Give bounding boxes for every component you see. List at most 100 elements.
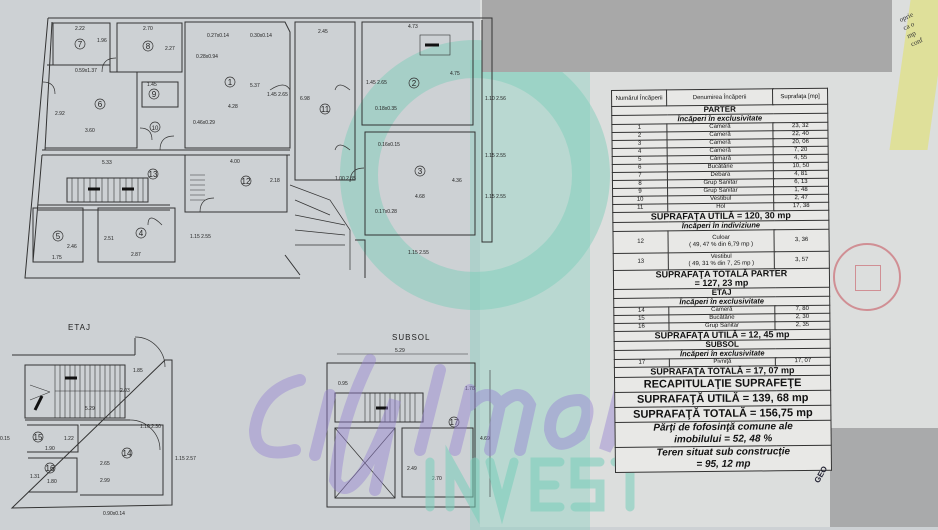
svg-text:SUBSOL: SUBSOL (392, 333, 430, 342)
svg-text:0.18x0.35: 0.18x0.35 (375, 106, 397, 112)
svg-text:2.99: 2.99 (100, 478, 110, 484)
svg-text:2.92: 2.92 (55, 111, 65, 117)
room-number: 16 (46, 464, 55, 473)
svg-text:1.22: 1.22 (64, 436, 74, 442)
svg-text:1.15 2.55: 1.15 2.55 (485, 153, 506, 159)
room-number-labels: 1 2 3 4 5 6 7 8 9 10 11 12 13 14 15 16 1… (32, 38, 460, 474)
svg-text:2.70: 2.70 (143, 26, 153, 32)
svg-text:5.29: 5.29 (85, 406, 95, 412)
svg-text:4.00: 4.00 (230, 159, 240, 165)
svg-text:4.36: 4.36 (452, 178, 462, 184)
row-area: 3, 57 (774, 251, 830, 269)
svg-text:2.65: 2.65 (100, 461, 110, 467)
official-stamp (833, 243, 901, 311)
svg-text:2.18: 2.18 (270, 178, 280, 184)
svg-text:2.46: 2.46 (67, 244, 77, 250)
svg-text:0.28x0.94: 0.28x0.94 (196, 54, 218, 60)
svg-text:4.75: 4.75 (450, 71, 460, 77)
svg-text:5.33: 5.33 (102, 160, 112, 166)
svg-text:1.78: 1.78 (465, 386, 475, 392)
svg-text:1.80: 1.80 (47, 479, 57, 485)
room-number: 17 (450, 418, 459, 427)
room-number: 3 (418, 167, 423, 176)
row-number: 13 (613, 252, 669, 271)
svg-text:4.69: 4.69 (480, 436, 490, 442)
room-number: 10 (152, 126, 159, 132)
recap-useful-area: SUPRAFAŢĂ UTILĂ = 139, 68 mp (614, 390, 831, 408)
svg-text:1.31: 1.31 (30, 474, 40, 480)
svg-text:1.00 2.35: 1.00 2.35 (335, 176, 356, 182)
svg-text:1.15 2.57: 1.15 2.57 (175, 456, 196, 462)
room-number: 14 (123, 449, 132, 458)
svg-text:2.87: 2.87 (131, 252, 141, 258)
ground-floor-plan (24, 17, 493, 279)
svg-text:ETAJ: ETAJ (68, 323, 91, 332)
room-number: 7 (78, 40, 83, 49)
room-number: 6 (98, 100, 103, 109)
basement-plan: SUBSOL 5.29 0.95 1.78 4.69 2.49 2.70 (326, 333, 491, 508)
svg-text:2.51: 2.51 (104, 236, 114, 242)
svg-text:1.10 2.30: 1.10 2.30 (140, 424, 161, 430)
svg-text:3.60: 3.60 (85, 128, 95, 134)
upper-floor-plan: ETAJ 1.85 2.03 5.29 1.10 2.30 1.22 1.90 … (0, 323, 196, 517)
row-name: Vestibul( 49, 31 % din 7, 25 mp ) (668, 251, 775, 270)
svg-text:0.17x0.28: 0.17x0.28 (375, 209, 397, 215)
area-legend-table: Numărul Încăperii Denumirea Încăperii Su… (611, 87, 832, 473)
svg-text:1.96: 1.96 (97, 38, 107, 44)
svg-text:0.95: 0.95 (338, 381, 348, 387)
room-number: 1 (228, 78, 233, 87)
room-number: 5 (56, 232, 61, 241)
header-area: Suprafaţa [mp] (772, 88, 828, 105)
dimension-labels: 2.22 2.70 0.27x0.14 0.30x0.14 2.45 4.73 … (52, 24, 506, 261)
parter-total-area: SUPRAFAŢA TOTALĂ PARTER= 127, 23 mp (613, 268, 830, 290)
header-room-name: Denumirea Încăperii (666, 88, 773, 106)
svg-text:0.27x0.14: 0.27x0.14 (207, 33, 229, 39)
room-number: 8 (146, 42, 151, 51)
room-number: 4 (139, 229, 144, 238)
svg-text:5.29: 5.29 (395, 348, 405, 354)
land-under-building: Teren situat sub construcţie= 95, 12 mp (615, 445, 832, 473)
row-area: 3, 36 (773, 229, 830, 252)
svg-text:2.45: 2.45 (318, 29, 328, 35)
room-number: 15 (34, 433, 43, 442)
background-panel (482, 0, 892, 72)
svg-text:1.85: 1.85 (133, 368, 143, 374)
svg-text:1.15 2.55: 1.15 2.55 (408, 250, 429, 256)
svg-text:2.03: 2.03 (120, 388, 130, 394)
svg-text:0.59x1.37: 0.59x1.37 (75, 68, 97, 74)
svg-text:4.28: 4.28 (228, 104, 238, 110)
svg-text:4.73: 4.73 (408, 24, 418, 30)
svg-text:2.49: 2.49 (407, 466, 417, 472)
header-room-number: Numărul Încăperii (611, 89, 667, 107)
room-number: 13 (149, 170, 158, 179)
background-panel-bottom (830, 428, 938, 527)
recap-total-area: SUPRAFAŢĂ TOTALĂ = 156,75 mp (614, 405, 831, 423)
svg-text:1.15 2.55: 1.15 2.55 (485, 194, 506, 200)
room-number: 12 (242, 177, 251, 186)
svg-text:1.45 2.65: 1.45 2.65 (267, 92, 288, 98)
svg-text:0.16x0.15: 0.16x0.15 (378, 142, 400, 148)
svg-text:0.46x0.29: 0.46x0.29 (193, 120, 215, 126)
svg-text:1.90: 1.90 (45, 446, 55, 452)
svg-text:1.10 2.56: 1.10 2.56 (485, 96, 506, 102)
svg-text:1.45: 1.45 (147, 82, 157, 88)
svg-text:1.75: 1.75 (52, 255, 62, 261)
room-number: 9 (152, 90, 157, 99)
row-number: 12 (612, 230, 669, 254)
svg-text:2.22: 2.22 (75, 26, 85, 32)
svg-text:0.15: 0.15 (0, 436, 10, 442)
row-name: Culoar( 49, 47 % din 6,79 mp ) (667, 229, 775, 253)
svg-text:6.98: 6.98 (300, 96, 310, 102)
svg-text:0.90x0.14: 0.90x0.14 (103, 511, 125, 517)
svg-text:1.45 2.65: 1.45 2.65 (366, 80, 387, 86)
svg-text:1.15 2.55: 1.15 2.55 (190, 234, 211, 240)
svg-text:4.68: 4.68 (415, 194, 425, 200)
room-number: 11 (321, 105, 330, 114)
svg-text:2.70: 2.70 (432, 476, 442, 482)
room-number: 2 (412, 79, 417, 88)
svg-text:2.27: 2.27 (165, 46, 175, 52)
svg-text:0.30x0.14: 0.30x0.14 (250, 33, 272, 39)
svg-text:5.37: 5.37 (250, 83, 260, 89)
